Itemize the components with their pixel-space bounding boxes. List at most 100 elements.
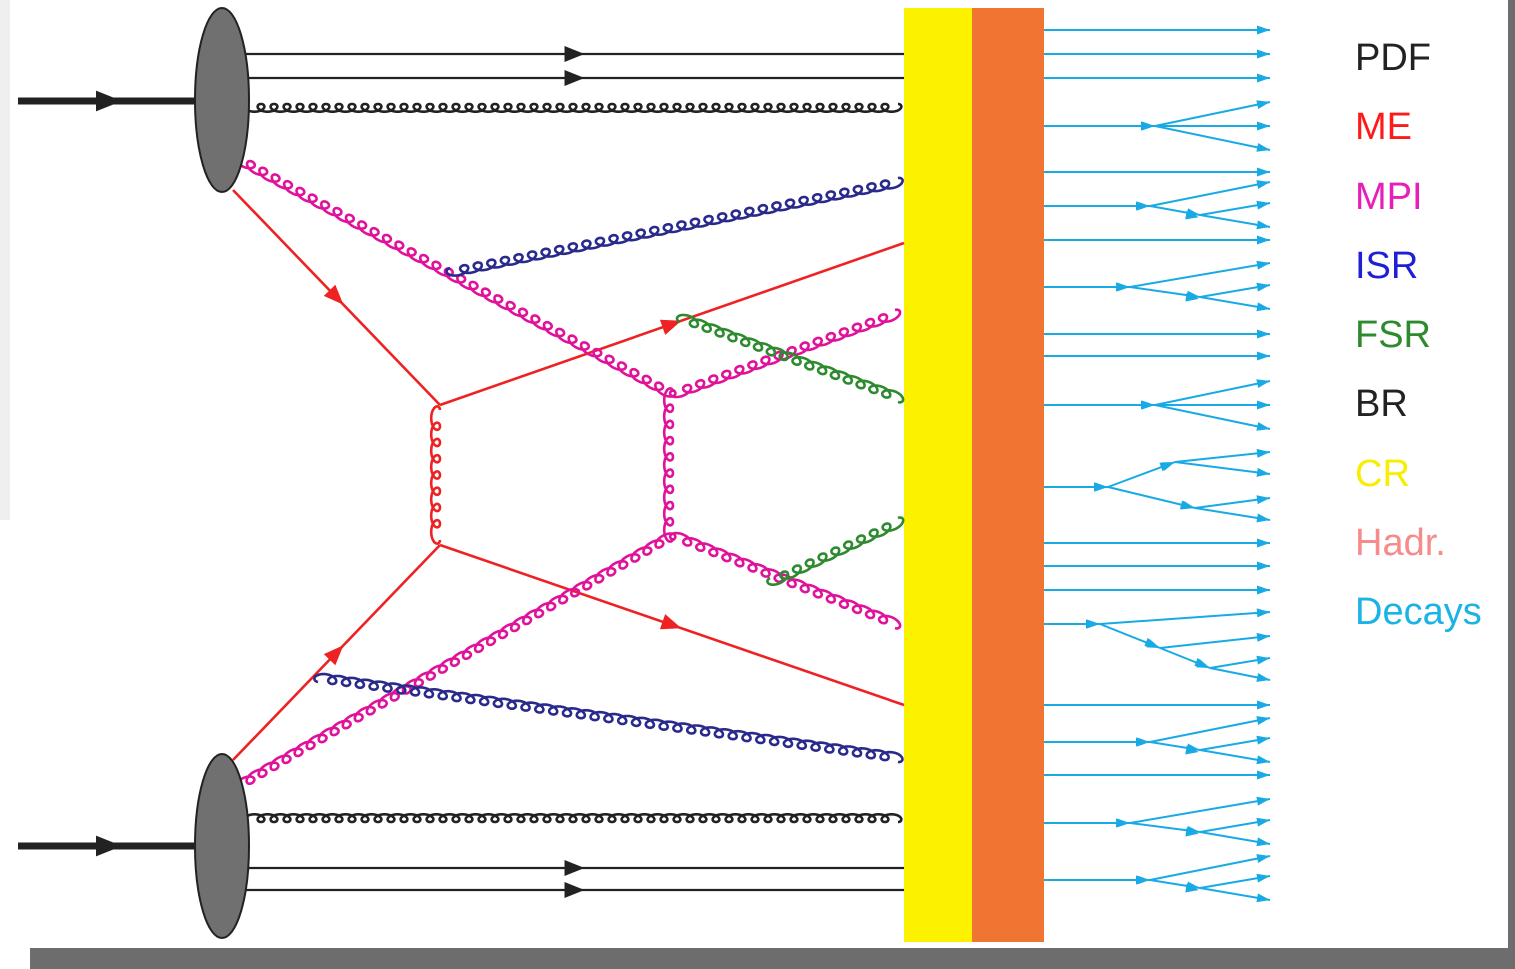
pdf-blobs bbox=[195, 8, 249, 938]
isr-gluon-bottom bbox=[314, 674, 902, 762]
remnant-quark-top-1-arrowhead bbox=[565, 46, 585, 62]
decay-child-sub-f bbox=[1130, 823, 1200, 836]
decay-hadron-straight-6-arrowhead bbox=[1257, 352, 1270, 361]
decay-sub-h1 bbox=[1108, 462, 1175, 487]
decay-i1 bbox=[1100, 608, 1270, 624]
decay-grandchild-up-g bbox=[1200, 874, 1270, 888]
decay-parent-e-mid-arrowhead bbox=[1136, 738, 1149, 747]
legend-item-hadr: Hadr. bbox=[1355, 519, 1510, 588]
decay-h2b bbox=[1195, 508, 1270, 522]
decay-grandchild-down-e-arrowhead bbox=[1256, 755, 1270, 764]
decay-child-sub-e bbox=[1150, 742, 1200, 754]
decay-parent-b bbox=[1044, 401, 1155, 410]
me-exchange-gluon bbox=[431, 406, 440, 543]
decay-child-down-b-stroke bbox=[1155, 405, 1270, 429]
legend-item-fsr: FSR bbox=[1355, 311, 1510, 380]
decay-parent-h bbox=[1044, 483, 1108, 492]
decay-child-sub-g bbox=[1150, 880, 1200, 892]
decay-grandchild-down-c-arrowhead bbox=[1256, 220, 1270, 229]
decay-child-up-b-stroke bbox=[1155, 381, 1270, 405]
decay-h2b-arrowhead bbox=[1256, 514, 1270, 523]
decay-child-mid-a-arrowhead bbox=[1257, 122, 1270, 131]
decay-grandchild-up-d bbox=[1200, 283, 1270, 297]
decay-i2a-stroke bbox=[1160, 636, 1270, 648]
decay-child-up-a-stroke bbox=[1155, 102, 1270, 126]
decay-hadron-straight-4-arrowhead bbox=[1257, 236, 1270, 245]
decay-parent-b-mid-arrowhead bbox=[1141, 401, 1154, 410]
incoming-beam-bottom bbox=[18, 836, 200, 857]
decay-i3a bbox=[1210, 656, 1270, 668]
decay-i2a-arrowhead bbox=[1257, 633, 1270, 642]
remnant-quark-bottom-2 bbox=[245, 882, 904, 898]
decay-parent-a-mid-arrowhead bbox=[1141, 122, 1154, 131]
remnant-gluon-top bbox=[245, 104, 902, 112]
decay-parent-c bbox=[1044, 202, 1150, 211]
decay-child-down-a bbox=[1155, 126, 1270, 152]
remnant-quark-bottom-1 bbox=[245, 860, 904, 876]
decay-child-up-c-stroke bbox=[1150, 182, 1270, 206]
remnant-quark-top-1 bbox=[245, 46, 904, 62]
incoming-beam-bottom-arrowhead bbox=[96, 836, 122, 857]
decay-grandchild-down-d bbox=[1200, 297, 1270, 311]
legend-item-cr: CR bbox=[1355, 450, 1510, 519]
decay-h1b-arrowhead bbox=[1257, 468, 1270, 477]
decay-sub-i3 bbox=[1160, 648, 1210, 668]
decay-hadron-straight-7 bbox=[1044, 539, 1270, 548]
decay-parent-c-mid-arrowhead bbox=[1136, 202, 1149, 211]
decay-hadron-straight-8-arrowhead bbox=[1257, 562, 1270, 571]
me-incoming-quark-top bbox=[233, 190, 440, 405]
decay-grandchild-up-f bbox=[1200, 818, 1270, 832]
decay-grandchild-down-g bbox=[1200, 888, 1270, 902]
decay-grandchild-up-c-arrowhead bbox=[1256, 201, 1270, 210]
decay-hadron-straight-0-arrowhead bbox=[1257, 26, 1270, 35]
decay-hadron-straight-3 bbox=[1044, 168, 1270, 177]
decay-child-down-a-stroke bbox=[1155, 126, 1270, 150]
decay-grandchild-down-c bbox=[1200, 215, 1270, 229]
legend-item-pdf: PDF bbox=[1355, 34, 1510, 103]
decay-hadron-straight-5 bbox=[1044, 330, 1270, 339]
decay-hadron-straight-7-arrowhead bbox=[1257, 539, 1270, 548]
decay-grandchild-up-e bbox=[1200, 736, 1270, 750]
decay-h1a bbox=[1175, 449, 1270, 462]
decay-parent-f bbox=[1044, 819, 1130, 828]
legend-item-me: ME bbox=[1355, 103, 1510, 172]
decay-sub-h2-mid-arrowhead bbox=[1180, 501, 1194, 510]
decay-grandchild-down-g-arrowhead bbox=[1256, 893, 1270, 902]
legend-item-mpi: MPI bbox=[1355, 173, 1510, 242]
decay-hadron-straight-10 bbox=[1044, 701, 1270, 710]
decay-h2a bbox=[1195, 495, 1270, 508]
incoming-beam-top bbox=[18, 91, 200, 112]
remnant-gluon-bottom bbox=[245, 814, 902, 822]
colour-reconnection-band bbox=[904, 8, 972, 942]
remnant-quark-top-2-arrowhead bbox=[565, 70, 585, 86]
decay-parent-d bbox=[1044, 283, 1130, 292]
decay-hadron-straight-2-arrowhead bbox=[1257, 74, 1270, 83]
hadronisation-band bbox=[972, 8, 1044, 942]
decay-h1a-stroke bbox=[1175, 452, 1270, 462]
decay-child-up-a bbox=[1155, 100, 1270, 126]
decay-child-up-f-stroke bbox=[1130, 799, 1270, 823]
decay-hadron-straight-6 bbox=[1044, 352, 1270, 361]
fsr-gluon-bottom bbox=[767, 518, 903, 585]
decay-grandchild-down-f bbox=[1200, 832, 1270, 846]
decay-hadron-straight-11-arrowhead bbox=[1257, 771, 1270, 780]
particle-lines bbox=[18, 46, 904, 898]
decay-child-down-b bbox=[1155, 405, 1270, 431]
decay-child-up-g-stroke bbox=[1150, 856, 1270, 880]
decay-i3b bbox=[1210, 668, 1270, 682]
gluon-lines bbox=[235, 104, 904, 822]
remnant-quark-bottom-1-arrowhead bbox=[565, 860, 585, 876]
decay-hadron-straight-1-arrowhead bbox=[1257, 50, 1270, 59]
decay-hadron-straight-9 bbox=[1044, 586, 1270, 595]
decay-child-up-d-arrowhead bbox=[1256, 261, 1270, 270]
decay-parent-f-mid-arrowhead bbox=[1116, 819, 1129, 828]
decay-child-up-f bbox=[1130, 797, 1270, 823]
decay-child-up-d bbox=[1130, 261, 1270, 287]
me-outgoing-quark-bottom-arrowhead bbox=[660, 614, 682, 629]
decay-parent-h-mid-arrowhead bbox=[1094, 483, 1107, 492]
me-outgoing-quark-top bbox=[440, 243, 904, 405]
decay-hadron-straight-0 bbox=[1044, 26, 1270, 35]
decay-h1b-stroke bbox=[1175, 462, 1270, 474]
